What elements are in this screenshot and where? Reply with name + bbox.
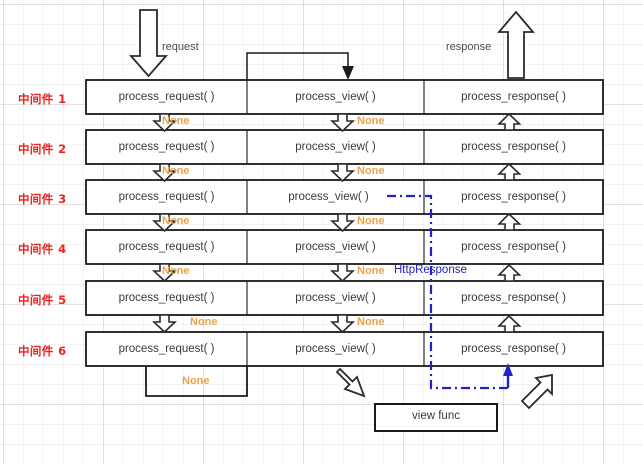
cell-process-response-6: process_response( ) [461, 343, 566, 355]
cell-process-response-4: process_response( ) [461, 241, 566, 253]
middleware-label-1: 中间件 1 [18, 92, 67, 106]
cell-process-view-5: process_view( ) [295, 292, 376, 304]
none-label-request-1: None [162, 115, 190, 127]
request-column-down-arrows [152, 113, 177, 334]
none-label-request-3: None [162, 215, 190, 227]
request-arrow-icon [129, 9, 168, 78]
bottom-none-branch [145, 366, 248, 397]
cell-process-request-2: process_request( ) [118, 141, 215, 153]
none-label-view-2: None [357, 165, 385, 177]
middleware-row-5 [85, 280, 604, 316]
view-func-box [374, 403, 498, 432]
cell-process-response-1: process_response( ) [461, 91, 566, 103]
none-label-request-2: None [162, 165, 190, 177]
middleware-label-5: 中间件 5 [18, 293, 67, 307]
view-func-label: view func [412, 410, 460, 422]
none-label-bottom-branch: None [182, 375, 210, 387]
middleware-label-3: 中间件 3 [18, 192, 67, 206]
request-label: request [162, 41, 199, 53]
cell-process-view-1: process_view( ) [295, 91, 376, 103]
middleware-label-4: 中间件 4 [18, 242, 67, 256]
none-label-request-4: None [162, 265, 190, 277]
none-label-request-5: None [190, 316, 218, 328]
from-view-func-arrow-icon [520, 373, 553, 410]
cell-process-request-1: process_request( ) [118, 91, 215, 103]
to-view-func-arrow-icon [335, 367, 366, 398]
cell-process-response-2: process_response( ) [461, 141, 566, 153]
middleware-row-6 [85, 331, 604, 367]
none-label-view-5: None [357, 316, 385, 328]
http-response-arrowhead-icon [503, 363, 513, 376]
http-response-shortcircuit-path [387, 194, 508, 390]
none-label-view-1: None [357, 115, 385, 127]
response-label: response [446, 41, 492, 53]
cell-process-response-3: process_response( ) [461, 191, 566, 203]
view-column-down-arrows [330, 113, 355, 334]
http-response-label: HttpResponse [394, 264, 467, 276]
none-label-view-3: None [357, 215, 385, 227]
cell-process-view-6: process_view( ) [295, 343, 376, 355]
response-arrow-icon [497, 10, 535, 79]
cell-process-view-4: process_view( ) [295, 241, 376, 253]
cell-process-request-6: process_request( ) [118, 343, 215, 355]
cell-process-request-3: process_request( ) [118, 191, 215, 203]
cell-process-response-5: process_response( ) [461, 292, 566, 304]
request-to-view-connector [246, 52, 354, 80]
none-label-view-4: None [357, 265, 385, 277]
middleware-label-2: 中间件 2 [18, 142, 67, 156]
middleware-row-1 [85, 79, 604, 115]
middleware-label-6: 中间件 6 [18, 344, 67, 358]
cell-process-request-4: process_request( ) [118, 241, 215, 253]
response-column-up-arrows [497, 112, 522, 333]
cell-process-request-5: process_request( ) [118, 292, 215, 304]
cell-process-view-2: process_view( ) [295, 141, 376, 153]
cell-process-view-3: process_view( ) [288, 191, 369, 203]
